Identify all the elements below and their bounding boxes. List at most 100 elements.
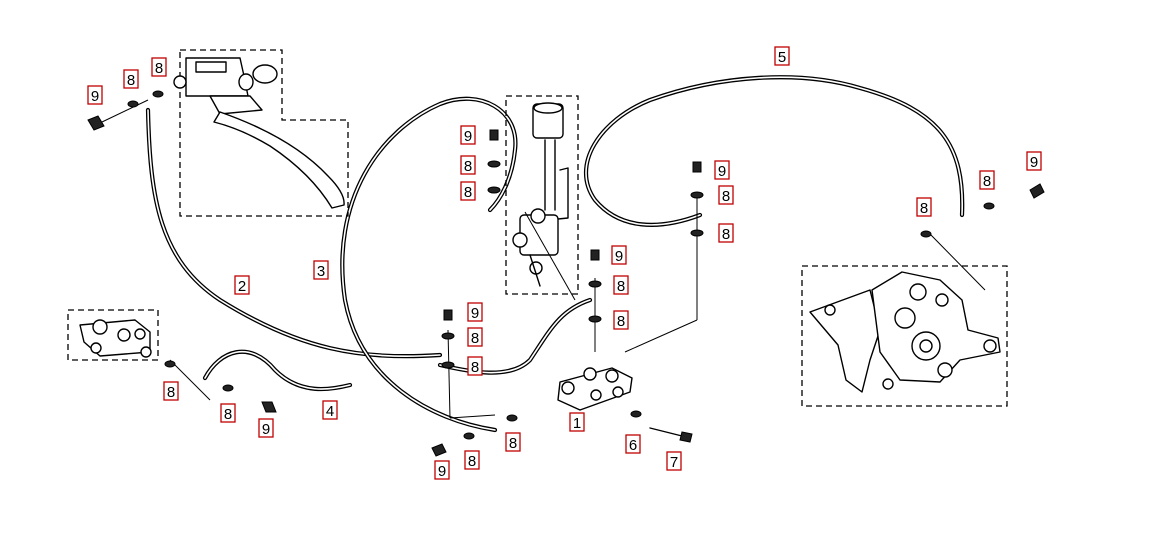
callout-8: 8 [916, 197, 932, 217]
callout-8: 8 [718, 223, 734, 243]
rear-junction-outline [67, 309, 159, 361]
banjo-bolt [489, 129, 499, 141]
callout-6: 6 [625, 434, 641, 454]
brake-hose-3 [340, 96, 518, 433]
foot-master-cylinder-outline [505, 95, 579, 295]
callout-7: 7 [666, 451, 682, 471]
callout-8: 8 [460, 181, 476, 201]
callout-1: 1 [569, 412, 585, 432]
svg-text:9: 9 [615, 248, 623, 265]
svg-text:8: 8 [617, 313, 625, 330]
svg-text:8: 8 [722, 188, 730, 205]
callout-8: 8 [220, 403, 236, 423]
callout-8: 8 [979, 170, 995, 190]
brake-hose-5 [583, 75, 965, 227]
banjo-bolt [692, 161, 702, 173]
washer [983, 202, 995, 210]
callout-8: 8 [467, 356, 483, 376]
callout-4: 4 [322, 400, 338, 420]
callout-8: 8 [467, 327, 483, 347]
washer [463, 432, 475, 440]
foot-master-cylinder [512, 102, 569, 287]
svg-text:9: 9 [471, 305, 479, 322]
svg-text:5: 5 [778, 49, 786, 66]
banjo-bolt [1029, 183, 1045, 199]
svg-text:2: 2 [238, 278, 246, 295]
callout-8: 8 [718, 185, 734, 205]
long-bolt-head [679, 431, 693, 443]
brake-caliper-outline [801, 265, 1008, 407]
svg-text:8: 8 [509, 435, 517, 452]
washer [690, 229, 704, 237]
svg-text:8: 8 [722, 226, 730, 243]
svg-text:4: 4 [326, 403, 334, 420]
svg-text:8: 8 [464, 158, 472, 175]
three-way-joint [557, 367, 633, 411]
washer [127, 100, 139, 108]
washer [441, 361, 455, 369]
svg-text:9: 9 [91, 88, 99, 105]
washer [152, 90, 164, 98]
svg-text:8: 8 [468, 453, 476, 470]
washer [630, 410, 642, 418]
callout-8: 8 [460, 155, 476, 175]
rear-brake-junction [79, 319, 152, 358]
svg-text:3: 3 [317, 263, 325, 280]
svg-text:8: 8 [471, 330, 479, 347]
svg-text:9: 9 [718, 163, 726, 180]
banjo-bolt [431, 443, 447, 457]
washer [690, 191, 704, 199]
callout-8: 8 [505, 432, 521, 452]
svg-text:8: 8 [471, 359, 479, 376]
washer [487, 186, 501, 194]
svg-text:6: 6 [629, 437, 637, 454]
svg-text:8: 8 [224, 406, 232, 423]
svg-text:8: 8 [617, 278, 625, 295]
callout-9: 9 [87, 85, 103, 105]
washer [920, 230, 932, 238]
callout-2: 2 [234, 275, 250, 295]
svg-text:8: 8 [127, 72, 135, 89]
washer [588, 280, 602, 288]
banjo-bolt [87, 115, 105, 131]
svg-text:9: 9 [438, 463, 446, 480]
svg-text:9: 9 [262, 421, 270, 438]
callout-8: 8 [163, 381, 179, 401]
svg-text:7: 7 [670, 454, 678, 471]
washer [506, 414, 518, 422]
brake-lever [213, 111, 345, 209]
svg-text:8: 8 [920, 200, 928, 217]
callout-8: 8 [464, 450, 480, 470]
svg-text:1: 1 [573, 415, 581, 432]
callout-9: 9 [1026, 151, 1042, 171]
washer [487, 160, 501, 168]
leader-lines [101, 99, 986, 419]
brake-caliper [809, 271, 1001, 393]
handlebar-master-cylinder [173, 57, 278, 115]
washer [441, 332, 455, 340]
callout-9: 9 [460, 125, 476, 145]
callout-5: 5 [774, 46, 790, 66]
callout-8: 8 [613, 275, 629, 295]
callout-9: 9 [467, 302, 483, 322]
svg-text:8: 8 [167, 384, 175, 401]
svg-text:9: 9 [464, 128, 472, 145]
banjo-bolt [590, 249, 600, 261]
callout-8: 8 [123, 69, 139, 89]
svg-text:8: 8 [155, 60, 163, 77]
brake-hose-4 [202, 297, 593, 392]
callout-9: 9 [434, 460, 450, 480]
banjo-bolts-and-washers [87, 90, 1045, 457]
svg-text:9: 9 [1030, 154, 1038, 171]
callout-8: 8 [151, 57, 167, 77]
callout-3: 3 [313, 260, 329, 280]
handlebar-master-cylinder-outline [179, 49, 349, 217]
svg-text:8: 8 [983, 173, 991, 190]
brake-hose-2 [145, 107, 443, 359]
callout-8: 8 [613, 310, 629, 330]
washer [222, 384, 234, 392]
callout-9: 9 [714, 160, 730, 180]
washer [588, 315, 602, 323]
callout-9: 9 [611, 245, 627, 265]
